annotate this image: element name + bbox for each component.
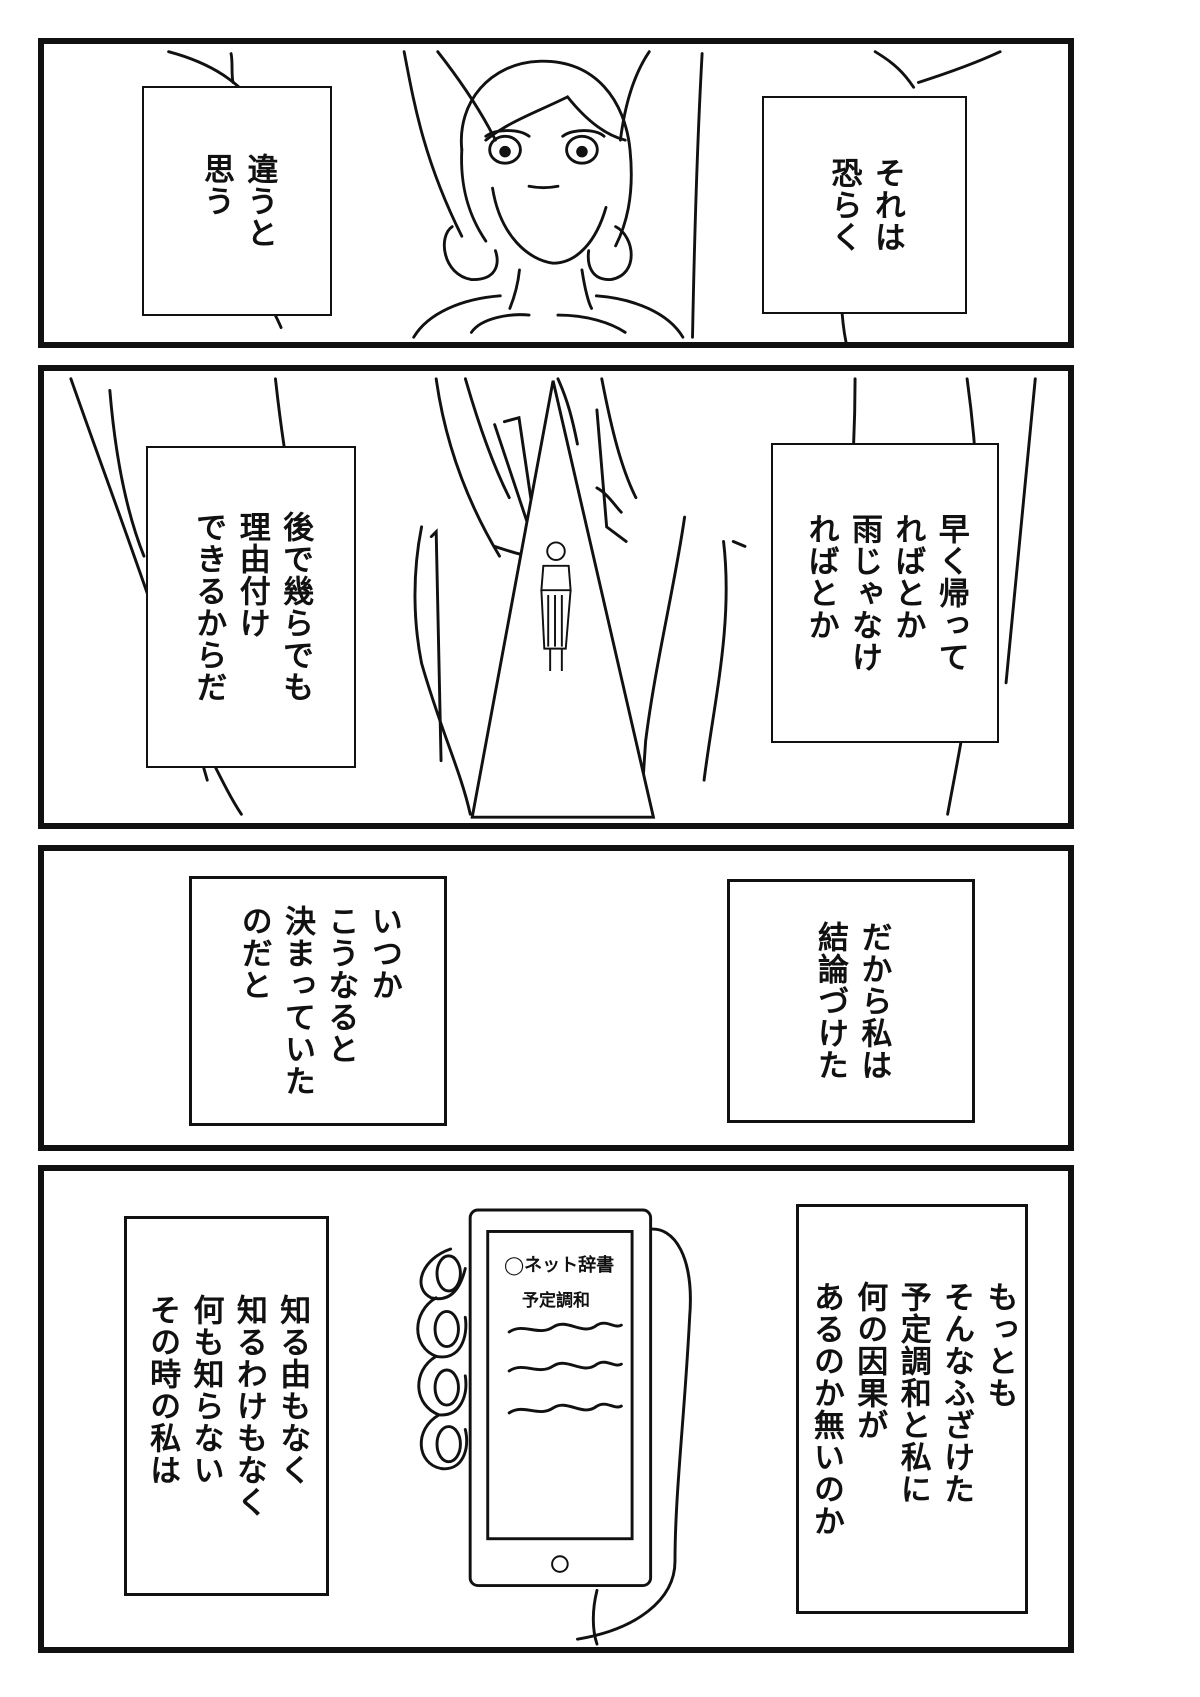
caption-line: 決まっていた bbox=[279, 905, 315, 1097]
caption-line: 恐らく bbox=[825, 157, 862, 253]
caption-text: 知る由もなく 知るわけもなく 何も知らない その時の私は bbox=[140, 1294, 314, 1518]
caption-line: 何も知らない bbox=[187, 1294, 224, 1486]
caption-line: 予定調和と私に bbox=[894, 1281, 931, 1505]
caption-line: 何の因果が bbox=[851, 1281, 888, 1441]
panel-4: ◯ネット辞書 予定調和 知る由もなく 知るわけもなく 何も知らない その時の私は… bbox=[38, 1165, 1074, 1653]
caption-line: もっとも bbox=[981, 1281, 1018, 1409]
hand-holding-phone-illustration bbox=[416, 1208, 692, 1646]
caption-line: その時の私は bbox=[144, 1294, 181, 1486]
caption-text: それは 恐らく bbox=[821, 157, 908, 253]
caption-box-left: いつか こうなると 決まっていた のだと bbox=[189, 876, 447, 1126]
caption-line: いつか bbox=[365, 905, 402, 1001]
caption-text: 違うと 思う bbox=[194, 153, 281, 249]
caption-line: 結論づけた bbox=[812, 921, 848, 1081]
caption-text: 早く帰って ればとか 雨じゃなけ ればとか bbox=[798, 513, 972, 673]
panel-3: いつか こうなると 決まっていた のだと だから私は 結論づけた bbox=[38, 845, 1074, 1151]
walking-figure-illustration bbox=[69, 377, 1037, 819]
caption-line: こうなると bbox=[322, 905, 359, 1065]
caption-box-left: 後で幾らでも 理由付け できるからだ bbox=[146, 446, 356, 768]
caption-line: ればとか bbox=[802, 513, 839, 641]
caption-box-left: 知る由もなく 知るわけもなく 何も知らない その時の私は bbox=[124, 1216, 329, 1596]
caption-line: 違うと bbox=[241, 153, 278, 249]
caption-line: できるからだ bbox=[190, 511, 227, 703]
caption-text: いつか こうなると 決まっていた のだと bbox=[231, 905, 405, 1097]
caption-line: 思う bbox=[198, 153, 234, 217]
caption-line: 理由付け bbox=[233, 511, 270, 639]
caption-line: 知る由もなく bbox=[274, 1294, 311, 1486]
caption-text: だから私は 結論づけた bbox=[808, 921, 895, 1081]
caption-line: 雨じゃなけ bbox=[846, 513, 882, 673]
girl-face-illustration bbox=[167, 50, 1002, 342]
caption-line: ればとか bbox=[889, 513, 926, 641]
panel-2: 後で幾らでも 理由付け できるからだ 早く帰って ればとか 雨じゃなけ ればとか bbox=[38, 365, 1074, 829]
caption-line: のだと bbox=[235, 905, 272, 1001]
caption-line: そんなふざけた bbox=[938, 1281, 975, 1505]
caption-box-right: それは 恐らく bbox=[762, 96, 967, 314]
phone-entry-word: 予定調和 bbox=[522, 1291, 590, 1311]
caption-line: 早く帰って bbox=[932, 513, 969, 673]
caption-line: あるのか無いのか bbox=[807, 1281, 844, 1537]
caption-text: もっとも そんなふざけた 予定調和と私に 何の因果が あるのか無いのか bbox=[804, 1281, 1021, 1537]
phone-app-name: ◯ネット辞書 bbox=[504, 1255, 615, 1276]
panel-1: 違うと 思う それは 恐らく bbox=[38, 38, 1074, 348]
caption-box-right: だから私は 結論づけた bbox=[727, 879, 975, 1123]
caption-box-right: もっとも そんなふざけた 予定調和と私に 何の因果が あるのか無いのか bbox=[796, 1204, 1028, 1614]
caption-line: 後で幾らでも bbox=[277, 511, 314, 703]
caption-line: それは bbox=[868, 157, 905, 253]
caption-box-left: 違うと 思う bbox=[142, 86, 332, 316]
caption-line: 知るわけもなく bbox=[230, 1294, 267, 1518]
caption-text: 後で幾らでも 理由付け できるからだ bbox=[186, 511, 316, 703]
caption-box-right: 早く帰って ればとか 雨じゃなけ ればとか bbox=[771, 443, 999, 743]
caption-line: だから私は bbox=[855, 921, 892, 1081]
